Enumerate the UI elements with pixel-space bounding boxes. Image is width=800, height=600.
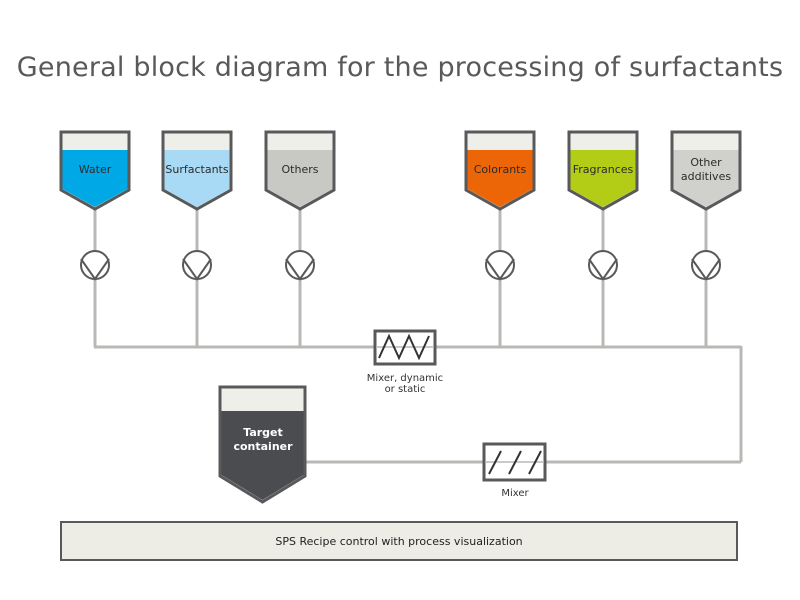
mixer-static-label: Mixer <box>501 488 529 499</box>
mixer-dynamic-label: Mixer, dynamic or static <box>366 373 444 395</box>
tank-label-others: Others <box>281 163 319 176</box>
tank-fill <box>62 150 128 207</box>
mixer-dynamic-icon <box>373 329 437 366</box>
tank-fill <box>570 150 636 207</box>
tank-colorants <box>464 130 536 211</box>
tank-label-colorants: Colorants <box>473 163 527 176</box>
pump-icon <box>285 250 315 281</box>
sps-control-label: SPS Recipe control with process visualiz… <box>275 534 523 548</box>
tank-label-fragrances: Fragrances <box>572 163 634 176</box>
tank-label-other-additives: Other additives <box>680 156 732 183</box>
target-container-label: Target container <box>233 426 293 453</box>
pump-icon <box>485 250 515 281</box>
tank-fill <box>673 150 739 207</box>
sps-control-bar: SPS Recipe control with process visualiz… <box>60 521 738 561</box>
tank-surfactants <box>161 130 233 211</box>
tank-other-additives <box>670 130 742 211</box>
mixer-static-icon <box>482 442 547 482</box>
tank-water <box>59 130 131 211</box>
tank-fill <box>164 150 230 207</box>
tank-label-water: Water <box>78 163 112 176</box>
tank-fragrances <box>567 130 639 211</box>
pipe-network <box>93 207 743 464</box>
tank-others <box>264 130 336 211</box>
pump-icon <box>588 250 618 281</box>
pump-icon <box>691 250 721 281</box>
tank-fill <box>467 150 533 207</box>
tank-fill <box>267 150 333 207</box>
diagram-title: General block diagram for the processing… <box>16 52 784 83</box>
pump-icon <box>80 250 110 281</box>
tank-label-surfactants: Surfactants <box>165 163 229 176</box>
pump-icon <box>182 250 212 281</box>
target-container <box>218 385 307 504</box>
